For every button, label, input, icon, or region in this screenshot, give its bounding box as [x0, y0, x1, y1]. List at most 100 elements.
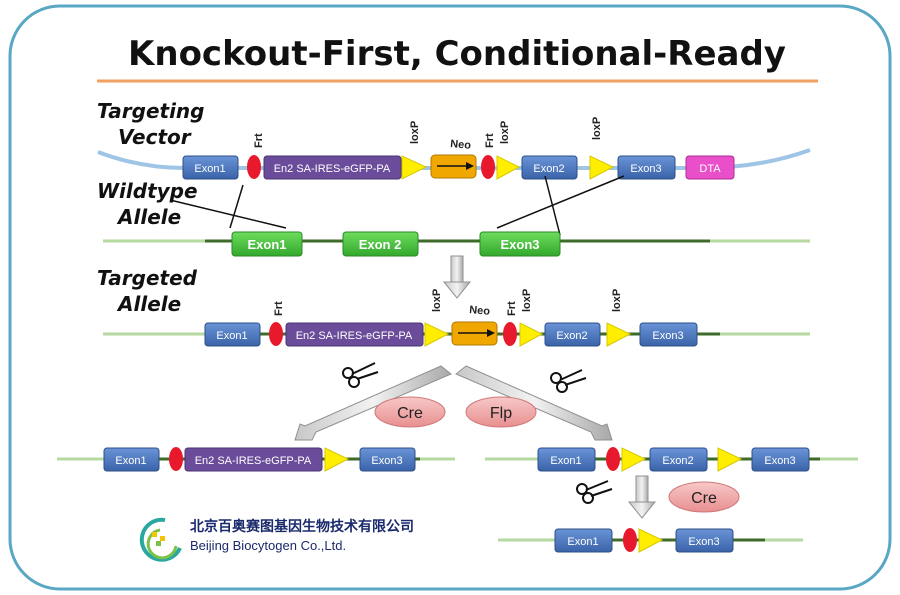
- vector-neo-label: Neo: [450, 138, 472, 152]
- flp-enzyme-badge: Flp: [465, 396, 537, 428]
- vector-en2-cassette: En2 SA-IRES-eGFP-PA: [263, 155, 402, 180]
- cre-product-exon1: Exon1: [103, 447, 160, 472]
- vector-frt-1: [247, 155, 261, 179]
- targeted-exon3: Exon3: [639, 322, 698, 347]
- cre-product-exon3-label: Exon3: [371, 455, 402, 467]
- targeted-neo: [451, 321, 498, 346]
- targeting-down-arrow: [442, 255, 472, 299]
- cre-branch-arrow: [294, 365, 452, 441]
- targeted-allele-label-line1: Targeted: [97, 266, 198, 290]
- wildtype-allele-label-line2: Allele: [116, 205, 181, 229]
- diagram-title: Knockout-First, Conditional-Ready: [128, 34, 786, 74]
- crossover-line-right-a: [496, 175, 625, 229]
- flp-product-exon2: Exon2: [649, 447, 708, 472]
- final-product-loxp: [638, 528, 664, 553]
- flp-product-loxp-1: [621, 447, 647, 472]
- targeted-en2-label: En2 SA-IRES-eGFP-PA: [296, 330, 413, 342]
- targeted-allele-label-line2: Allele: [116, 292, 181, 316]
- targeted-frt-1: [269, 322, 283, 346]
- targeted-neo-label: Neo: [469, 304, 491, 318]
- final-product-exon3: Exon3: [675, 528, 734, 553]
- crossover-line-left-b: [229, 184, 244, 229]
- vector-loxp-3-label: loxP: [591, 117, 603, 140]
- wildtype-allele-label-line1: Wildtype: [97, 179, 198, 203]
- wildtype-exon1-label: Exon1: [247, 237, 286, 252]
- flp-product-exon2-label: Exon2: [662, 455, 693, 467]
- wildtype-exon1: Exon1: [231, 231, 303, 257]
- flp-enzyme-label: Flp: [490, 405, 512, 422]
- targeted-loxp-3-label: loxP: [611, 289, 623, 312]
- targeted-loxp-2-label: loxP: [521, 289, 533, 312]
- wildtype-exon2-label: Exon 2: [359, 237, 402, 252]
- vector-exon1-label: Exon1: [194, 163, 225, 175]
- crossover-line-right-b: [544, 175, 561, 236]
- targeting-vector-label-line1: Targeting: [97, 99, 204, 123]
- second-down-arrow: [627, 475, 657, 519]
- scissors-icon-bottom: [576, 480, 613, 504]
- targeted-loxp-3: [606, 322, 632, 347]
- cre-product-en2-cassette: En2 SA-IRES-eGFP-PA: [184, 447, 323, 472]
- targeted-exon2: Exon2: [544, 322, 601, 347]
- wildtype-exon2: Exon 2: [342, 231, 419, 257]
- vector-dta-label: DTA: [699, 163, 721, 175]
- flp-product-exon3-label: Exon3: [764, 455, 795, 467]
- crossover-line-left-a: [169, 199, 287, 229]
- vector-exon3-label: Exon3: [630, 163, 661, 175]
- cre-product-frt: [169, 447, 183, 471]
- company-name-english: Beijing Biocytogen Co.,Ltd.: [190, 538, 346, 553]
- flp-branch-arrow: [455, 365, 613, 441]
- targeted-loxp-1: [424, 322, 450, 347]
- targeted-loxp-1-label: loxP: [431, 289, 443, 312]
- final-product-frt: [623, 528, 637, 552]
- vector-neo: [430, 154, 477, 179]
- final-product-exon1-label: Exon1: [567, 536, 598, 548]
- vector-loxp-2: [496, 155, 521, 180]
- final-product-exon1: Exon1: [554, 528, 613, 553]
- targeted-loxp-2: [519, 322, 544, 347]
- cre-product-exon1-label: Exon1: [115, 455, 146, 467]
- targeted-frt-2-label: Frt: [506, 301, 518, 316]
- cre-product-exon3: Exon3: [359, 447, 416, 472]
- cre-product-en2-label: En2 SA-IRES-eGFP-PA: [195, 455, 312, 467]
- targeted-exon2-label: Exon2: [556, 330, 587, 342]
- vector-loxp-1: [401, 155, 428, 180]
- vector-exon1: Exon1: [182, 155, 239, 180]
- wildtype-exon3-label: Exon3: [500, 237, 539, 252]
- vector-loxp-1-label: loxP: [409, 121, 421, 144]
- cre-enzyme-label: Cre: [397, 405, 423, 422]
- wildtype-exon3: Exon3: [479, 231, 561, 257]
- flp-product-exon1-label: Exon1: [550, 455, 581, 467]
- flp-product-frt: [606, 447, 620, 471]
- scissors-icon-left: [342, 362, 379, 388]
- vector-frt-2-label: Frt: [484, 133, 496, 148]
- vector-loxp-3: [589, 155, 615, 180]
- flp-product-exon3: Exon3: [751, 447, 810, 472]
- cre-product-loxp: [324, 447, 350, 472]
- vector-frt-1-label: Frt: [253, 133, 265, 148]
- final-product-exon3-label: Exon3: [688, 536, 719, 548]
- vector-exon2-label: Exon2: [533, 163, 564, 175]
- vector-frt-2: [481, 155, 495, 179]
- vector-loxp-2-label: loxP: [499, 121, 511, 144]
- flp-product-exon1: Exon1: [537, 447, 596, 472]
- cre-enzyme-badge: Cre: [374, 396, 446, 428]
- vector-en2-label: En2 SA-IRES-eGFP-PA: [274, 163, 391, 175]
- flp-product-loxp-2: [717, 447, 743, 472]
- vector-dta: DTA: [685, 155, 735, 180]
- vector-exon2: Exon2: [521, 155, 578, 180]
- vector-exon3: Exon3: [617, 155, 676, 180]
- scissors-icon-right: [550, 369, 587, 393]
- cre-enzyme-badge-2: Cre: [668, 481, 740, 513]
- targeted-exon3-label: Exon3: [652, 330, 683, 342]
- company-name-chinese: 北京百奥赛图基因生物技术有限公司: [190, 518, 414, 535]
- cre-enzyme-label-2: Cre: [691, 490, 717, 507]
- rounded-frame: [8, 4, 892, 591]
- company-logo-icon: [139, 517, 182, 562]
- targeting-vector-label-line2: Vector: [118, 125, 192, 149]
- targeted-frt-2: [503, 322, 517, 346]
- targeted-frt-1-label: Frt: [273, 301, 285, 316]
- targeted-en2-cassette: En2 SA-IRES-eGFP-PA: [285, 322, 424, 347]
- targeted-exon1-label: Exon1: [216, 330, 247, 342]
- targeted-exon1: Exon1: [204, 322, 261, 347]
